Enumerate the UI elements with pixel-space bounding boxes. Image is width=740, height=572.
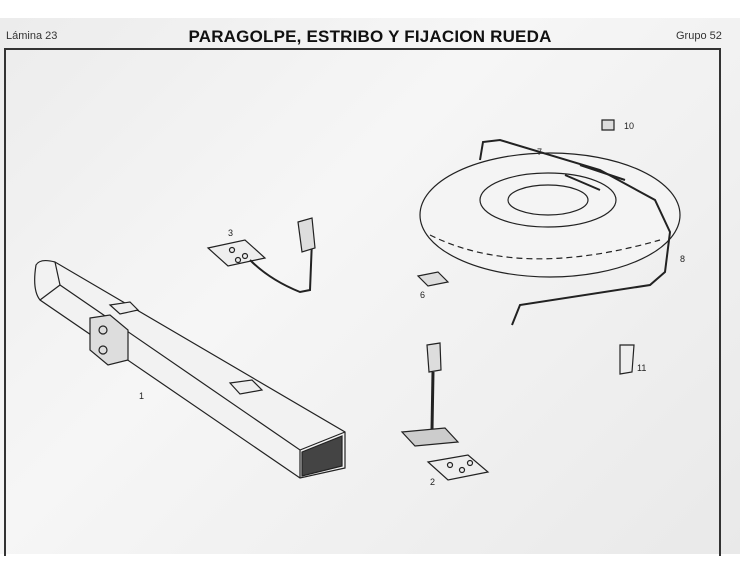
callout-3: 3	[228, 228, 233, 238]
callout-2: 2	[430, 477, 435, 487]
step-part	[400, 342, 490, 481]
drawing-frame	[4, 48, 721, 556]
tire-rod-part	[479, 138, 672, 326]
page-title: PARAGOLPE, ESTRIBO Y FIJACION RUEDA	[188, 27, 552, 46]
bushing-part	[601, 119, 615, 131]
group-number: Grupo 52	[676, 30, 722, 42]
sheet-number: Lámina 23	[6, 30, 58, 42]
catalog-page	[0, 18, 740, 554]
step-bracket-part	[206, 217, 316, 294]
clip-part	[416, 271, 450, 287]
callout-6: 6	[420, 290, 425, 300]
bracket-part	[619, 344, 635, 375]
callout-1: 1	[139, 391, 144, 401]
callout-7: 7	[537, 147, 542, 157]
spare-tire-part	[419, 152, 681, 278]
callout-10: 10	[624, 121, 634, 131]
bumper-part	[34, 259, 346, 479]
callout-11: 11	[637, 363, 646, 373]
callout-8: 8	[680, 254, 685, 264]
